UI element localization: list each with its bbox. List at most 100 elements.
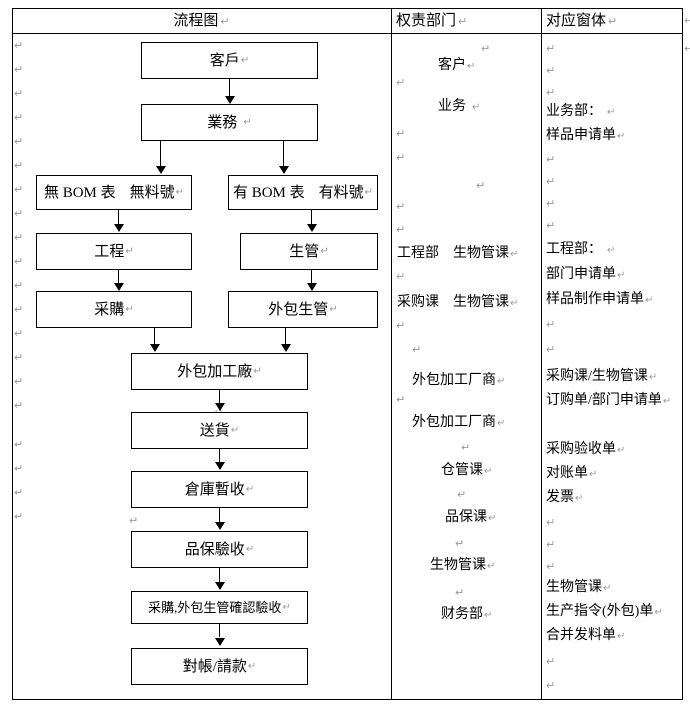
arrow-head-icon	[215, 638, 225, 646]
return-mark-icon: ↵	[546, 198, 556, 210]
return-mark-icon: ↵	[412, 344, 422, 356]
flow-node-outsource-pc[interactable]: 外包生管↵	[228, 291, 378, 328]
form-pmc-title-label: 生物管课	[546, 580, 602, 595]
connector-warehouse-qc	[219, 508, 220, 523]
connector-confirm-billing	[219, 624, 220, 637]
flow-node-outsource-factory[interactable]: 外包加工廠↵	[131, 353, 308, 390]
form-purchase-item3-label: 对账单	[546, 466, 588, 481]
flow-node-has-bom[interactable]: 有 BOM 表有料號↵	[228, 175, 378, 210]
return-mark-icon: ↵	[14, 280, 24, 292]
flow-node-production[interactable]: 生管↵	[240, 233, 378, 270]
return-mark-icon: ↵	[14, 487, 24, 499]
header-form: 对应窗体↵	[546, 9, 617, 33]
return-mark-icon: ↵	[546, 87, 556, 99]
return-mark-icon: ↵	[14, 328, 24, 340]
return-mark-icon: ↵	[607, 107, 616, 118]
flow-node-warehouse-label: 倉庫暫收	[184, 481, 245, 498]
return-mark-icon: ↵	[396, 320, 406, 332]
return-mark-icon: ↵	[645, 295, 654, 306]
flow-node-billing-label: 對帳/請款	[182, 658, 247, 675]
dept-customer-label: 客户	[438, 58, 466, 73]
dept-vendor-2: 外包加工厂商↵	[412, 413, 505, 434]
arrow-head-icon	[279, 166, 289, 174]
connector-purchasing-factory	[154, 328, 155, 345]
form-pmc-item1: 生产指令(外包)单↵	[546, 602, 663, 623]
form-eng-title: 工程部：↵	[546, 240, 615, 261]
return-mark-icon: ↵	[497, 418, 506, 429]
return-mark-icon: ↵	[243, 116, 252, 128]
return-mark-icon: ↵	[396, 224, 406, 236]
flow-node-qc-inspection[interactable]: 品保驗收↵	[131, 531, 308, 568]
return-mark-icon: ↵	[14, 208, 24, 220]
return-mark-icon: ↵	[546, 65, 556, 77]
return-mark-icon: ↵	[396, 394, 406, 406]
flow-node-billing[interactable]: 對帳/請款↵	[131, 648, 308, 685]
flow-node-delivery[interactable]: 送貨↵	[131, 412, 308, 449]
return-mark-icon: ↵	[684, 15, 690, 27]
table-column-divider-2	[541, 8, 542, 700]
return-mark-icon: ↵	[461, 442, 471, 454]
return-mark-icon: ↵	[14, 511, 24, 523]
return-mark-icon: ↵	[396, 201, 406, 213]
dept-purchase: 采购课生物管课↵	[397, 293, 518, 314]
return-mark-icon: ↵	[472, 102, 481, 113]
header-department-label: 权责部门	[396, 13, 457, 29]
form-purchase-item4: 发票↵	[546, 488, 583, 509]
table-column-divider-1	[391, 8, 392, 700]
flow-node-purchasing[interactable]: 采購↵	[36, 291, 192, 328]
arrow-head-icon	[150, 344, 160, 352]
flow-node-warehouse[interactable]: 倉庫暫收↵	[131, 471, 308, 508]
form-pmc-title: 生物管课↵	[546, 578, 611, 599]
return-mark-icon: ↵	[14, 304, 24, 316]
flow-node-engineering[interactable]: 工程↵	[36, 233, 192, 270]
dept-customer: 客户↵	[438, 56, 475, 77]
return-mark-icon: ↵	[603, 583, 612, 594]
flow-node-engineering-label: 工程	[94, 243, 125, 260]
return-mark-icon: ↵	[546, 43, 556, 55]
header-flowchart: 流程图↵	[12, 9, 391, 33]
return-mark-icon: ↵	[14, 376, 24, 388]
flow-node-sales[interactable]: 業務↵	[141, 104, 318, 141]
flow-node-has-bom-label: 有 BOM 表	[232, 184, 305, 201]
return-mark-icon: ↵	[589, 469, 598, 480]
form-sales-item: 样品申请单↵	[546, 126, 625, 147]
return-mark-icon: ↵	[129, 515, 139, 527]
return-mark-icon: ↵	[497, 376, 506, 387]
connector-outsourcepc-factory	[285, 328, 286, 345]
flow-node-no-bom[interactable]: 無 BOM 表無料號↵	[36, 175, 192, 210]
return-mark-icon: ↵	[457, 489, 467, 501]
arrow-head-icon	[114, 283, 124, 291]
dept-warehouse: 仓管课↵	[441, 461, 492, 482]
dept-vendor-1-label: 外包加工厂商	[412, 373, 496, 388]
arrow-head-icon	[225, 96, 235, 104]
form-purchase-item4-label: 发票	[546, 490, 574, 505]
table-header-divider	[12, 33, 683, 34]
connector-hasbom-production	[311, 210, 312, 225]
flow-node-confirm[interactable]: 采購,外包生管確認驗收↵	[131, 591, 308, 624]
return-mark-icon: ↵	[14, 136, 24, 148]
return-mark-icon: ↵	[14, 400, 24, 412]
return-mark-icon: ↵	[546, 176, 556, 188]
connector-qc-confirm	[219, 568, 220, 583]
return-mark-icon: ↵	[14, 439, 24, 451]
return-mark-icon: ↵	[484, 610, 493, 621]
return-mark-icon: ↵	[14, 232, 24, 244]
dept-finance-label: 财务部	[441, 607, 483, 622]
return-mark-icon: ↵	[14, 64, 24, 76]
return-mark-icon: ↵	[320, 245, 329, 257]
return-mark-icon: ↵	[14, 112, 24, 124]
form-pmc-item2-label: 合并发料单	[546, 628, 616, 643]
flow-node-customer[interactable]: 客戶↵	[141, 42, 318, 79]
form-purchase-item3: 对账单↵	[546, 464, 597, 485]
dept-purchase-label2: 生物管课	[453, 295, 509, 310]
return-mark-icon: ↵	[617, 445, 626, 456]
return-mark-icon: ↵	[220, 16, 230, 28]
return-mark-icon: ↵	[396, 128, 406, 140]
return-mark-icon: ↵	[455, 587, 465, 599]
return-mark-icon: ↵	[546, 680, 556, 692]
header-form-label: 对应窗体	[546, 13, 607, 29]
flow-node-no-bom-label: 無 BOM 表	[43, 184, 116, 201]
dept-vendor-2-label: 外包加工厂商	[412, 415, 496, 430]
flow-node-delivery-label: 送貨	[199, 422, 230, 439]
arrow-head-icon	[215, 403, 225, 411]
